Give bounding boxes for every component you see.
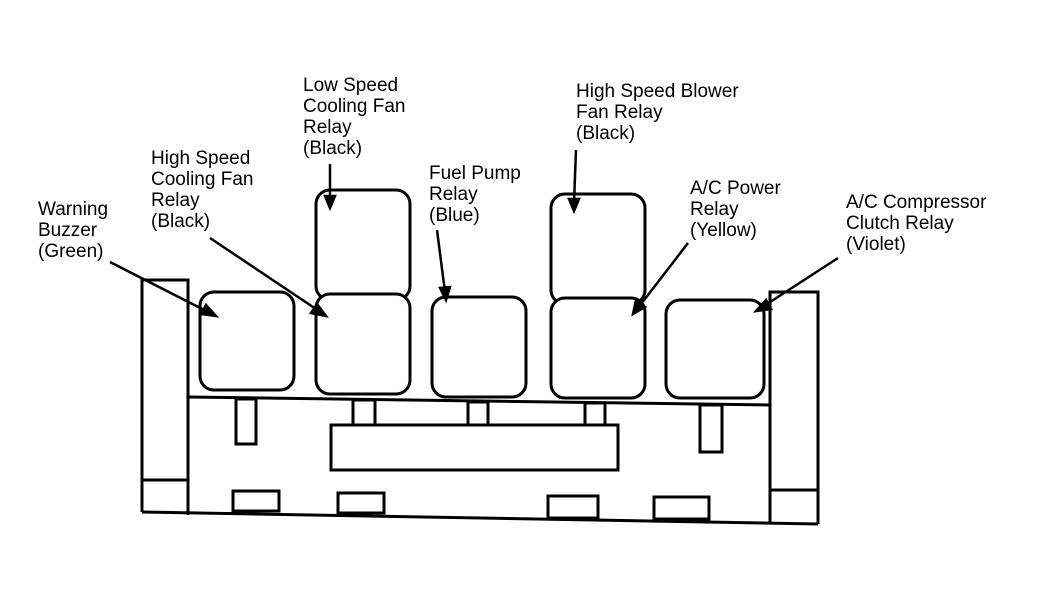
label-ac-compressor: A/C Compressor Clutch Relay (Violet) [846,192,986,255]
label-line: Relay [690,199,739,220]
relay-fuel-pump [430,295,528,399]
central-connector [329,423,620,472]
relay-high-speed-cooling-fan [314,292,412,396]
label-line: Fan Relay [576,102,663,123]
relay-ac-compressor-clutch [664,298,766,400]
label-line: (Black) [151,211,211,232]
bottom-terminal-2 [336,491,386,515]
arrowhead-warning-buzzer [199,302,220,318]
arrowhead-high-speed-blower-fan [567,197,581,215]
arrowhead-ac-power [631,297,648,317]
label-line: A/C Power [690,178,781,199]
right-side-post [768,290,820,524]
label-line: Buzzer [38,220,98,241]
stem-5 [698,403,724,454]
leader-high-speed-blower-fan [572,149,578,204]
stem-1 [234,397,258,446]
bottom-terminal-4 [652,495,711,521]
label-ac-power: A/C Power Relay (Yellow) [690,178,781,241]
arrowhead-low-speed-cooling-fan [323,194,337,212]
arrowhead-ac-compressor [752,297,773,313]
label-line: (Black) [576,123,636,144]
relay-ac-power [549,296,647,400]
label-low-speed-cooling-fan: Low Speed Cooling Fan Relay (Black) [303,75,405,159]
label-line: Cooling Fan [303,96,406,117]
leader-high-speed-cooling-fan [209,236,323,315]
label-line: Clutch Relay [846,213,954,234]
leader-fuel-pump [435,229,447,293]
label-line: A/C Compressor [846,192,987,213]
stem-3 [466,400,490,427]
leader-ac-compressor [763,256,839,308]
label-high-speed-cooling-fan: High Speed Cooling Fan Relay (Black) [151,148,253,232]
label-line: (Blue) [429,205,480,226]
label-fuel-pump: Fuel Pump Relay (Blue) [429,163,521,226]
bottom-terminal-1 [231,489,281,513]
stem-2 [351,398,377,427]
label-line: Relay [151,190,200,211]
label-line: High Speed Blower [576,81,739,102]
label-line: Relay [429,184,478,205]
label-line: Low Speed [303,75,399,96]
relay-warning-buzzer [198,290,296,392]
label-line: (Green) [38,241,104,262]
label-high-speed-blower-fan: High Speed Blower Fan Relay (Black) [576,81,739,144]
arrowhead-fuel-pump [438,285,452,304]
stem-4 [583,401,607,427]
label-line: (Violet) [846,234,906,255]
label-line: Relay [303,117,352,138]
label-line: Warning [38,199,109,220]
relay-high-speed-blower-fan [549,192,647,306]
label-line: (Black) [303,138,363,159]
base-bottom-edge [141,510,819,526]
label-line: Fuel Pump [429,163,521,184]
leader-warning-buzzer [109,260,213,316]
leader-lines [109,149,839,318]
label-line: (Yellow) [690,220,757,241]
label-line: High Speed [151,148,251,169]
leader-ac-power [637,242,689,309]
arrowhead-high-speed-cooling-fan [308,301,329,318]
label-warning-buzzer: Warning Buzzer (Green) [38,199,108,262]
label-line: Cooling Fan [151,169,254,190]
bottom-terminal-3 [546,494,600,520]
